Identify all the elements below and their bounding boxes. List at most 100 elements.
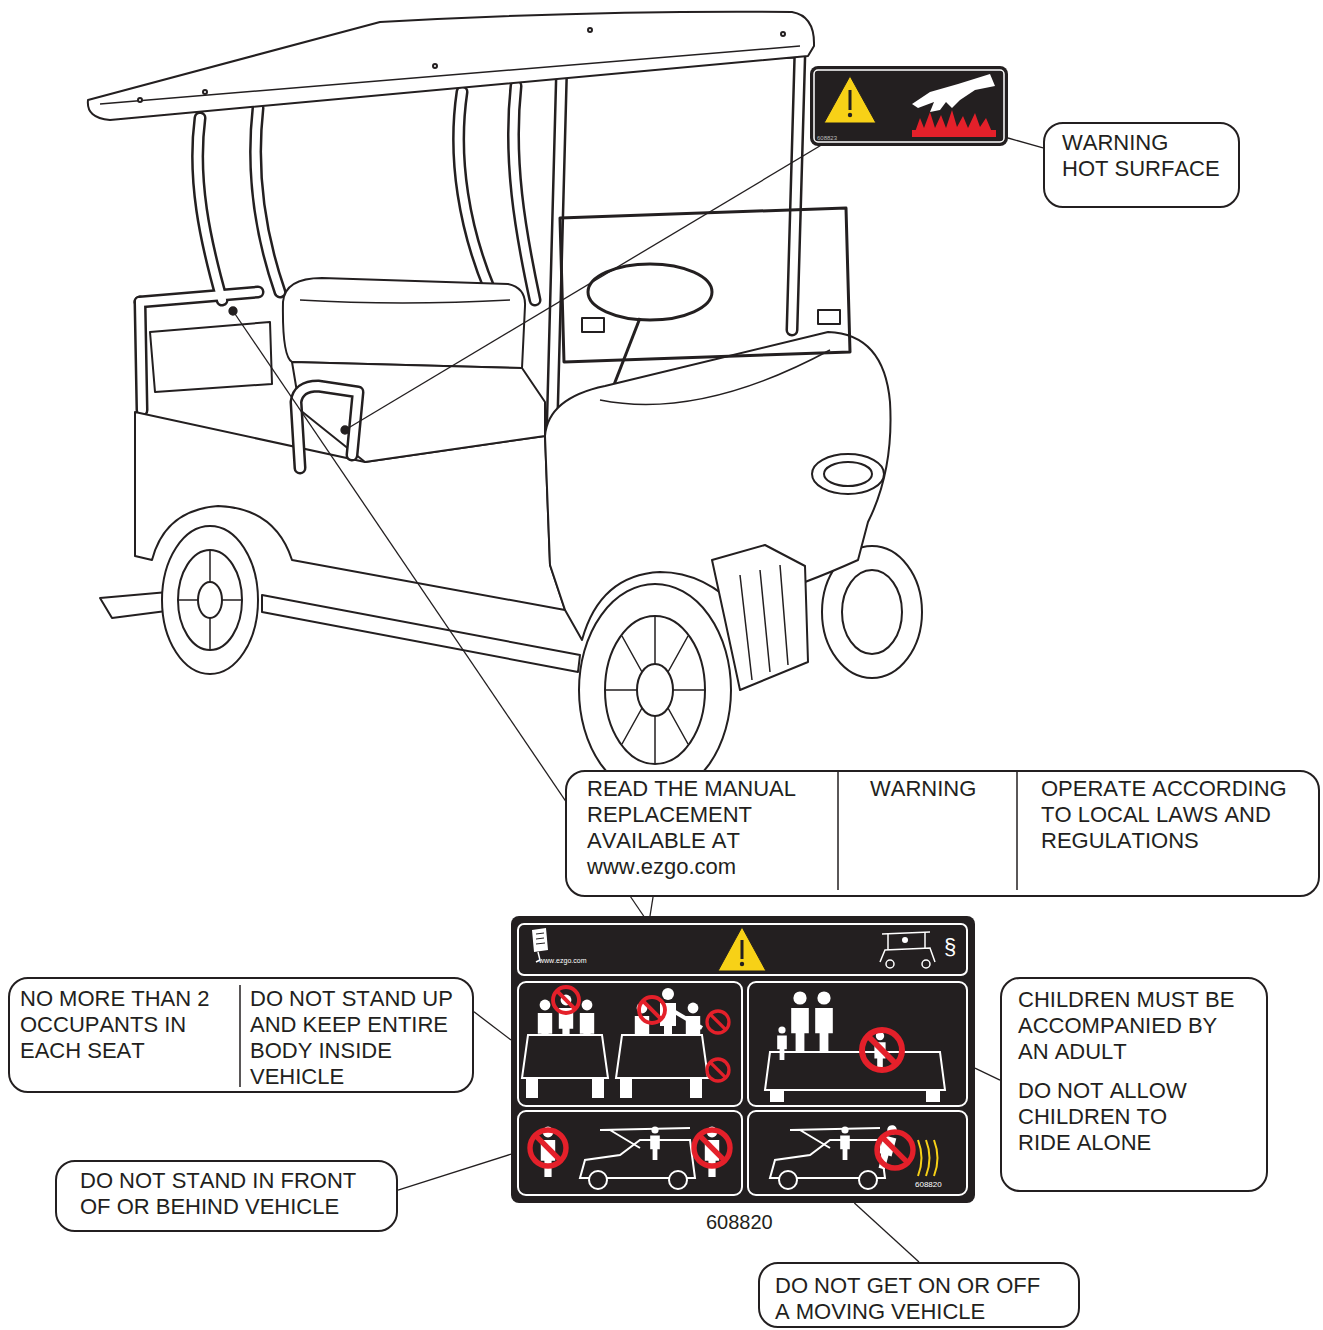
occupant-pictogram <box>616 1035 708 1078</box>
boarding-pictogram <box>918 1140 922 1176</box>
hot-surface-pictogram <box>912 74 995 112</box>
standing-pictogram <box>589 1171 607 1189</box>
standing-pictogram <box>530 1130 566 1166</box>
decal-panel <box>518 924 967 1195</box>
decal-panel <box>748 1111 967 1195</box>
children-pictogram <box>765 1052 945 1090</box>
children-pictogram <box>791 991 809 1053</box>
callout-text: NO MORE THAN 2 OCCUPANTS IN EACH SEAT <box>20 986 230 1064</box>
occupant-pictogram <box>686 1003 700 1053</box>
hot-surface-pictogram <box>814 70 1004 142</box>
boarding-pictogram <box>779 1171 797 1189</box>
occupant-pictogram <box>522 987 729 1098</box>
decal-leader <box>345 110 880 430</box>
boarding-pictogram <box>859 1171 877 1189</box>
standing-pictogram <box>650 1126 660 1160</box>
hot-surface-pictogram <box>848 113 852 117</box>
decal-leader <box>229 307 237 315</box>
boarding-pictogram <box>918 1140 938 1176</box>
leader-line <box>854 1203 919 1262</box>
front-cowl <box>740 565 788 680</box>
wheel <box>178 550 242 650</box>
occupant-pictogram <box>559 995 573 1045</box>
decal-panel <box>518 1111 742 1195</box>
manual-pictogram <box>880 932 935 968</box>
occupant-pictogram <box>538 1000 552 1050</box>
children-pictogram <box>862 1030 902 1070</box>
hot-surface-pictogram <box>915 110 992 132</box>
hot-surface-decal: 608823 <box>810 66 1008 146</box>
manual-pictogram <box>741 940 744 959</box>
children-pictogram <box>777 1026 787 1060</box>
manual-pictogram <box>886 960 894 968</box>
front-seat <box>283 278 545 462</box>
standing-pictogram <box>541 1127 555 1177</box>
decal-code: 608823 <box>817 134 857 142</box>
callout-text: DO NOT STAND IN FRONT OF OR BEHIND VEHIC… <box>80 1168 380 1220</box>
manual-pictogram <box>536 952 540 962</box>
manual-pictogram <box>532 928 548 952</box>
manual-pictogram <box>718 927 766 971</box>
boarding-pictogram <box>875 1124 899 1171</box>
windshield <box>818 310 840 324</box>
leader-line <box>398 1154 511 1190</box>
standing-pictogram <box>580 1140 695 1178</box>
occupant-pictogram <box>707 1011 729 1033</box>
callout-text: DO NOT GET ON OR OFF A MOVING VEHICLE <box>775 1273 1050 1325</box>
rear-seat <box>150 322 272 392</box>
standing-pictogram <box>694 1130 730 1166</box>
boarding-pictogram <box>770 1140 885 1178</box>
leader-line <box>975 1068 1000 1080</box>
connector-group <box>398 138 1043 1262</box>
callout-text: CHILDREN MUST BE ACCOMPANIED BY AN ADULT <box>1018 987 1253 1065</box>
occupant-pictogram <box>675 1012 702 1028</box>
callout-text: WARNING <box>870 776 1020 802</box>
manual-pictogram <box>902 937 908 943</box>
steering-wheel <box>588 264 712 320</box>
leader-line <box>474 1012 511 1040</box>
boarding-pictogram <box>934 1140 938 1176</box>
decal-panel <box>518 982 742 1106</box>
children-pictogram <box>770 1090 784 1102</box>
front-seat <box>292 362 545 462</box>
boarding-pictogram <box>926 1140 930 1176</box>
warning-callout: WARNING HOT SURFACE <box>1043 122 1240 208</box>
body-panel <box>262 595 580 672</box>
occupant-pictogram <box>592 1078 604 1098</box>
front-seat <box>283 278 525 368</box>
roof <box>588 28 592 32</box>
boarding-callout: DO NOT GET ON OR OFF A MOVING VEHICLE <box>758 1262 1080 1328</box>
occupant-pictogram <box>580 1000 594 1050</box>
hip-restraint <box>296 386 358 468</box>
standing-pictogram <box>669 1171 687 1189</box>
callout-text: WARNING HOT SURFACE <box>1062 130 1221 182</box>
children-callout: CHILDREN MUST BE ACCOMPANIED BY AN ADULT… <box>1000 977 1268 1192</box>
hot-surface-pictogram <box>912 130 996 137</box>
wheel <box>162 526 258 674</box>
column-divider <box>240 772 1017 1087</box>
manual-pictogram <box>887 934 889 950</box>
hip-restraint <box>296 386 358 468</box>
occupant-pictogram <box>526 1078 538 1098</box>
part-number: 608820 <box>706 1210 796 1234</box>
manual-pictogram <box>536 933 545 944</box>
front-cowl <box>812 454 884 494</box>
wheel <box>605 616 705 764</box>
manual-pictogram <box>882 932 930 934</box>
boarding-pictogram <box>840 1126 850 1160</box>
column-divider <box>1016 772 1018 890</box>
roof <box>781 32 785 36</box>
occupant-pictogram <box>690 1078 702 1098</box>
front-seat <box>300 300 510 303</box>
roof <box>433 64 437 68</box>
boarding-pictogram <box>790 1128 880 1148</box>
leader-line <box>1008 138 1043 148</box>
hip-restraint <box>296 386 358 468</box>
windshield <box>560 208 850 362</box>
safety-decal: www.ezgo.com608820 <box>511 916 975 1203</box>
occupant-pictogram <box>620 1078 632 1098</box>
manual-pictogram <box>532 927 935 971</box>
manual-pictogram <box>880 948 935 962</box>
children-pictogram <box>874 1032 885 1071</box>
